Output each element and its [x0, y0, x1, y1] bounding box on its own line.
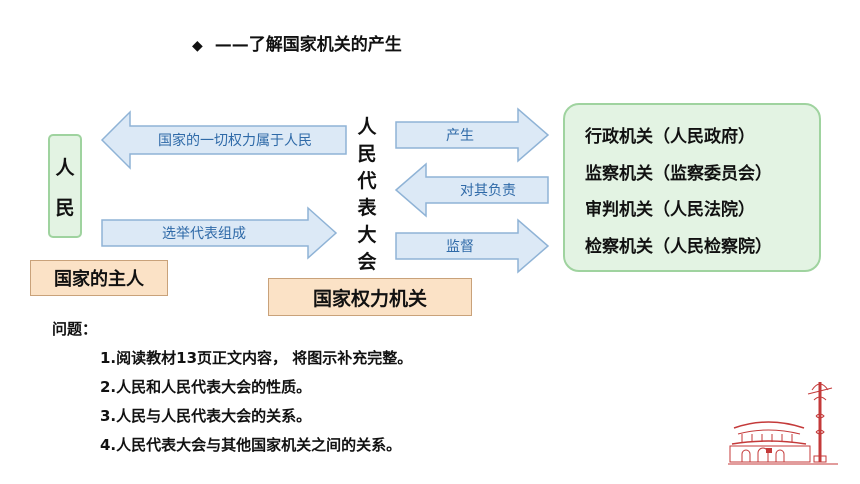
right-arrow-produce [395, 107, 550, 163]
questions-list: 1.阅读教材13页正文内容， 将图示补充完整。 2.人民和人民代表大会的性质。 … [100, 344, 412, 460]
npc-char: 会 [357, 251, 377, 273]
npc-char: 代 [357, 170, 377, 192]
npc-char: 民 [357, 143, 377, 165]
arrow-label-supervise: 监督 [446, 239, 474, 255]
npc-char: 大 [357, 224, 377, 246]
organ-procuratorial: 检察机关（人民检察院） [585, 236, 772, 257]
tiananmen-decoration-icon [728, 382, 838, 465]
arrow-label-elect: 选举代表组成 [162, 226, 246, 242]
slide-title: ◆ ——了解国家机关的产生 [192, 30, 402, 55]
diamond-icon: ◆ [192, 38, 203, 54]
arrow-label-responsible: 对其负责 [460, 183, 516, 199]
right-arrow-elect [101, 206, 338, 260]
question-item: 1.阅读教材13页正文内容， 将图示补充完整。 [100, 349, 413, 367]
questions-heading: 问题： [52, 320, 98, 338]
organ-judicial: 审判机关（人民法院） [585, 200, 755, 220]
question-item: 4.人民代表大会与其他国家机关之间的关系。 [100, 436, 402, 454]
title-text: ——了解国家机关的产生 [214, 35, 402, 55]
question-item: 3.人民与人民代表大会的关系。 [100, 407, 312, 425]
state-organs-box: 行政机关（人民政府） 监察机关（监察委员会） 审判机关（人民法院） 检察机关（人… [563, 103, 821, 272]
tag-masters-of-country: 国家的主人 [30, 260, 168, 296]
people-char: 民 [55, 196, 75, 219]
right-arrow-supervise [395, 218, 550, 274]
people-char: 人 [55, 156, 75, 179]
people-box: 人 民 [48, 134, 82, 238]
tag-state-power-organ: 国家权力机关 [268, 278, 472, 316]
organ-administrative: 行政机关（人民政府） [585, 127, 755, 147]
npc-vertical-label: 人 民 代 表 大 会 [352, 112, 382, 273]
left-arrow-power [100, 110, 347, 170]
question-item: 2.人民和人民代表大会的性质。 [100, 378, 312, 396]
organ-supervisory: 监察机关（监察委员会） [585, 163, 772, 184]
npc-char: 表 [357, 197, 377, 219]
npc-char: 人 [357, 116, 377, 138]
arrow-label-produce: 产生 [446, 128, 474, 144]
left-arrow-responsible [394, 162, 549, 218]
arrow-label-power: 国家的一切权力属于人民 [158, 133, 312, 149]
